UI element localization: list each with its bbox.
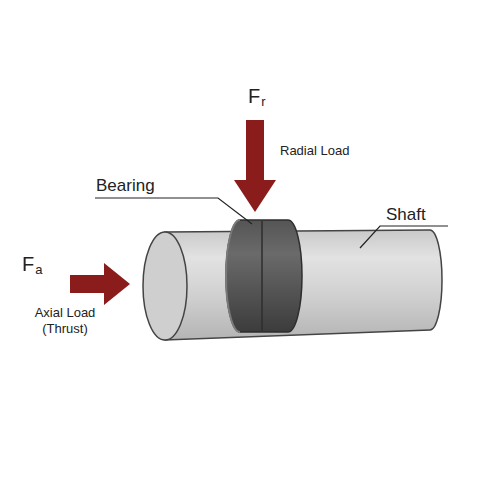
force-subscript: r bbox=[261, 94, 265, 110]
shaft-end-face bbox=[143, 232, 187, 340]
bearing-leader-line bbox=[95, 198, 252, 224]
bearing-ring bbox=[226, 220, 302, 332]
part-name: Shaft bbox=[386, 205, 426, 225]
force-subscript: a bbox=[35, 262, 42, 278]
force-symbol: F bbox=[22, 252, 34, 276]
bearing-edge bbox=[226, 220, 240, 332]
part-name: Bearing bbox=[96, 176, 155, 196]
load-label: Radial Load bbox=[280, 143, 349, 159]
bearing-groove bbox=[261, 221, 263, 331]
load-label: Axial Load (Thrust) bbox=[20, 305, 110, 336]
radial-load-arrow bbox=[234, 120, 276, 212]
axial-load-arrow bbox=[70, 263, 130, 305]
shaft-body bbox=[165, 230, 442, 340]
force-symbol: F bbox=[248, 84, 260, 108]
shaft-leader-line bbox=[360, 226, 448, 248]
